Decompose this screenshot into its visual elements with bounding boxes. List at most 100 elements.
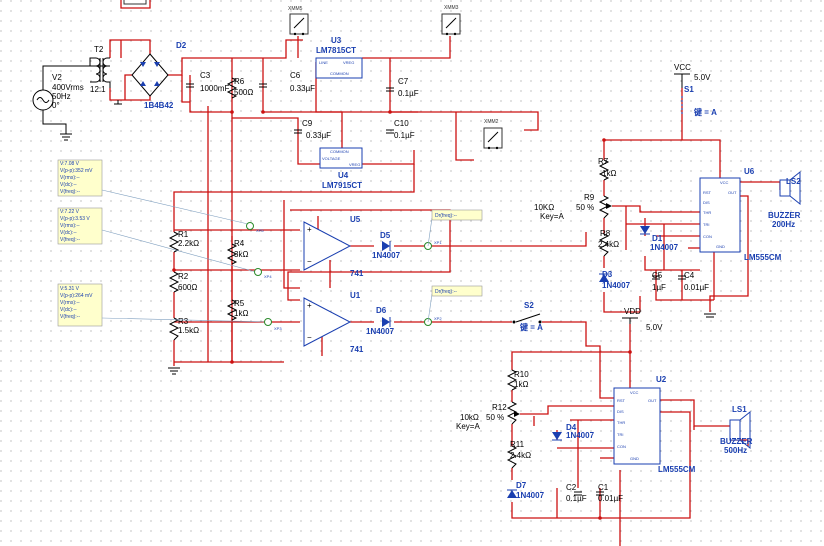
u6-pin-tri: TRI: [703, 222, 709, 227]
opamp-u5[interactable]: + − U5 741: [303, 215, 364, 278]
diode-d6[interactable]: D6 1N4007: [366, 306, 395, 336]
resistor-r6[interactable]: R6 500Ω: [226, 77, 253, 99]
buzzer-ls1[interactable]: LS1 BUZZER 500Hz: [720, 405, 753, 455]
u3-pin-vreg: VREG: [343, 60, 354, 65]
capacitor-c7[interactable]: C7 0.1µF: [386, 77, 419, 98]
probe-box-1[interactable]: V:7.08 V V(p-p):352 mV V(rms):-- V(dc):-…: [57, 159, 249, 225]
diode-icon: [382, 317, 390, 327]
c4-value: 0.01µF: [684, 283, 709, 292]
diode-d5[interactable]: D5 1N4007: [372, 231, 401, 260]
probe1-line-2: V(p-p):352 mV: [60, 168, 93, 174]
switch-s1[interactable]: S1 键 = A: [681, 85, 717, 117]
switch-s2[interactable]: S2 键 = A: [512, 301, 544, 332]
potentiometer-r9[interactable]: R9 50 % 10KΩ Key=A: [534, 193, 612, 221]
t2-ratio: 12:1: [90, 85, 106, 94]
vcc-supply[interactable]: VCC 5.0V: [674, 63, 711, 88]
resistor-icon: [168, 271, 180, 293]
small-probe-2[interactable]: Dr(freq):--: [431, 285, 483, 297]
v2-phase: 0°: [52, 101, 60, 110]
u6-ref: U6: [744, 167, 755, 176]
vdd-name: VDD: [624, 307, 641, 316]
probe-tag: XP2: [434, 316, 442, 321]
s2-ref: S2: [524, 301, 534, 310]
u4-ref: U4: [338, 171, 349, 180]
capacitor-c9[interactable]: C9 0.33µF: [294, 119, 331, 140]
resistor-r11[interactable]: R11 2.4kΩ: [506, 440, 531, 469]
resistor-r2[interactable]: R2 600Ω: [168, 271, 197, 293]
probe-box-2[interactable]: V:7.22 V V(p-p):3.53 V V(rms):-- V(dc):-…: [57, 207, 257, 273]
junctions: [172, 110, 632, 520]
switch-icon: [515, 313, 541, 323]
potentiometer-r12[interactable]: R12 50 % 10kΩ Key=A: [456, 401, 520, 431]
probe-tag: XP1: [434, 240, 442, 245]
resistor-icon: [506, 445, 518, 469]
probe3-line-4: V(dc):--: [60, 307, 77, 313]
u2-pin-vcc: VCC: [630, 390, 639, 395]
r9-pct: 50 %: [576, 203, 594, 212]
capacitor-c3[interactable]: C3 1000mF: [186, 71, 229, 93]
diode-d7[interactable]: D7 1N4007: [507, 481, 545, 500]
r11-ref: R11: [510, 440, 525, 449]
diode-d1[interactable]: D1 1N4007: [640, 226, 679, 252]
c10-value: 0.1µF: [394, 131, 415, 140]
probe-box-3[interactable]: V:5.31 V V(p-p):264 mV V(rms):-- V(dc):-…: [57, 283, 267, 327]
d2-part: 1B4B42: [144, 101, 174, 110]
opamp-u1[interactable]: + − U1 741: [303, 291, 364, 354]
regulator-u3[interactable]: LINE VREG COMMON U3 LM7815CT: [315, 36, 363, 79]
resistor-r8[interactable]: R8 2.4kΩ: [598, 229, 619, 257]
d3-ref: D3: [602, 270, 613, 279]
resistor-icon: [598, 233, 610, 257]
probe1-line-1: V:7.08 V: [60, 161, 80, 167]
c5-value: 1µF: [652, 283, 666, 292]
c5-ref: C5: [652, 271, 663, 280]
multimeter-xmm3[interactable]: XMM3: [441, 5, 461, 36]
regulator-u4[interactable]: COMMON VOLTAGE VREG U4 LM7915CT: [319, 147, 363, 190]
ground-u6: [704, 313, 716, 318]
d1-ref: D1: [652, 234, 663, 243]
resistor-r7[interactable]: R7 1kΩ: [598, 157, 616, 181]
buzzer-ls2[interactable]: LS2 BUZZER 200Hz: [768, 170, 801, 229]
capacitor-c1[interactable]: C1 0.01µF: [596, 483, 623, 503]
resistor-r1[interactable]: R1 2.2kΩ: [168, 230, 199, 253]
d7-part: 1N4007: [516, 491, 545, 500]
transformer-t2[interactable]: T2 12:1: [89, 45, 122, 105]
capacitor-c10[interactable]: C10 0.1µF: [386, 119, 415, 140]
multimeter-xmm2[interactable]: XMM2: [483, 119, 503, 150]
ac-source-v2[interactable]: V2 400Vrms 50Hz 0°: [32, 65, 110, 141]
resistor-r10[interactable]: R10 1kΩ: [506, 369, 529, 391]
u2-pin-thr: THR: [617, 420, 625, 425]
resistor-r5[interactable]: R5 1kΩ: [226, 299, 248, 321]
capacitor-c5[interactable]: C5 1µF: [652, 271, 666, 292]
xmm2-ref: XMM2: [484, 119, 499, 125]
r3-ref: R3: [178, 317, 189, 326]
r10-value: 1kΩ: [514, 380, 528, 389]
u2-pin-tri: TRI: [617, 432, 623, 437]
capacitor-c4[interactable]: C4 0.01µF: [678, 271, 709, 292]
diode-icon: [552, 432, 562, 440]
bridge-rectifier-d2[interactable]: D2 1B4B42: [131, 41, 187, 110]
u2-pin-out: OUT: [648, 398, 657, 403]
probe-tag: XP5: [256, 228, 264, 233]
u2-pin-con: CON: [617, 444, 626, 449]
xmm5-ref: XMM5: [288, 6, 303, 12]
multimeter-icon: [293, 17, 305, 29]
vdd-supply[interactable]: VDD 5.0V: [622, 307, 663, 332]
probe2-line-4: V(dc):--: [60, 230, 77, 236]
diode-d3[interactable]: D3 1N4007: [599, 270, 631, 290]
r5-value: 1kΩ: [234, 309, 248, 318]
timer-u6[interactable]: RST DIS THR TRI CON VCC OUT GND U6 LM555…: [699, 167, 782, 262]
capacitor-c2[interactable]: C2 0.1µF: [566, 483, 587, 503]
u4-part: LM7915CT: [322, 181, 362, 190]
small-probe-1[interactable]: Dr(freq):--: [431, 209, 483, 221]
r10-ref: R10: [514, 370, 529, 379]
capacitor-c6[interactable]: C6 0.33µF: [259, 71, 315, 93]
timer-u2[interactable]: RST DIS THR TRI CON VCC OUT GND U2 LM555…: [613, 375, 696, 474]
s1-key: 键 = A: [693, 107, 717, 117]
r12-ref: R12: [492, 403, 507, 412]
r1-value: 2.2kΩ: [178, 239, 199, 248]
multimeter-xmm5[interactable]: XMM5: [288, 6, 309, 36]
resistor-r4[interactable]: R4 3kΩ: [226, 239, 248, 265]
resistor-icon: [226, 243, 238, 265]
diode-d4[interactable]: D4 1N4007: [552, 423, 595, 441]
